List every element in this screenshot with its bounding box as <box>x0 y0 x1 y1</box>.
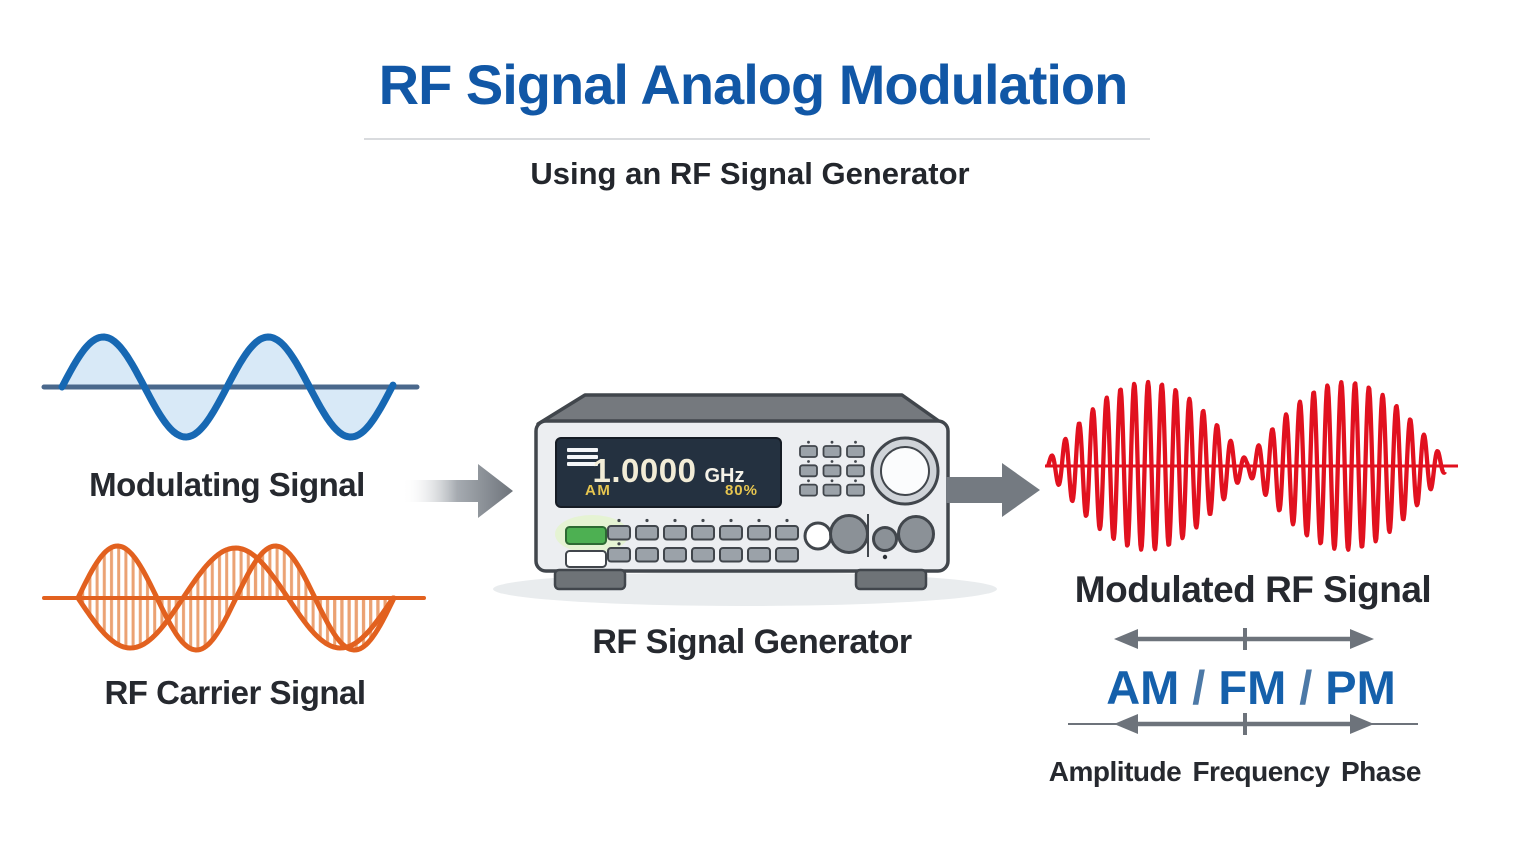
amplitude-label: Amplitude <box>1048 756 1182 787</box>
flow-arrow-right-icon <box>946 463 1040 517</box>
rf-carrier-signal-label: RF Carrier Signal <box>104 674 366 711</box>
mode-pm: PM <box>1325 661 1396 714</box>
title-divider <box>364 138 1150 140</box>
mode-fm: FM <box>1218 661 1287 714</box>
mode-am: AM <box>1106 661 1180 714</box>
modulated-rf-signal-label: Modulated RF Signal <box>1074 569 1432 610</box>
frequency-readout: 1.0000 GHz <box>557 452 780 490</box>
flow-arrow-left-icon <box>402 464 513 518</box>
modulation-mode-readout: AM <box>585 482 612 499</box>
range-arrow-bottom-icon <box>1068 713 1418 735</box>
carrier-waveform <box>42 543 426 653</box>
modulating-signal-label: Modulating Signal <box>89 466 365 503</box>
generator-display: 1.0000 GHz AM 80% <box>555 437 782 508</box>
mode-slash: / <box>1192 661 1206 714</box>
modulating-waveform <box>41 333 420 441</box>
modulation-depth-readout: 80% <box>724 482 758 499</box>
rf-signal-generator-label: RF Signal Generator <box>592 623 912 661</box>
keypad-buttons <box>799 440 865 497</box>
modulated-waveform <box>1045 379 1458 552</box>
modulation-modes-row: AM / FM / PM <box>1106 660 1396 715</box>
menu-icon <box>567 448 598 469</box>
phase-label: Phase <box>1341 756 1422 787</box>
page-subtitle: Using an RF Signal Generator <box>530 156 970 191</box>
range-arrow-top-icon <box>1114 628 1374 650</box>
page-title: RF Signal Analog Modulation <box>378 53 1129 116</box>
frequency-unit: GHz <box>704 465 745 487</box>
mode-slash: / <box>1299 661 1313 714</box>
function-buttons <box>607 518 799 563</box>
frequency-value: 1.0000 <box>592 452 697 489</box>
frequency-label: Frequency <box>1192 756 1330 787</box>
